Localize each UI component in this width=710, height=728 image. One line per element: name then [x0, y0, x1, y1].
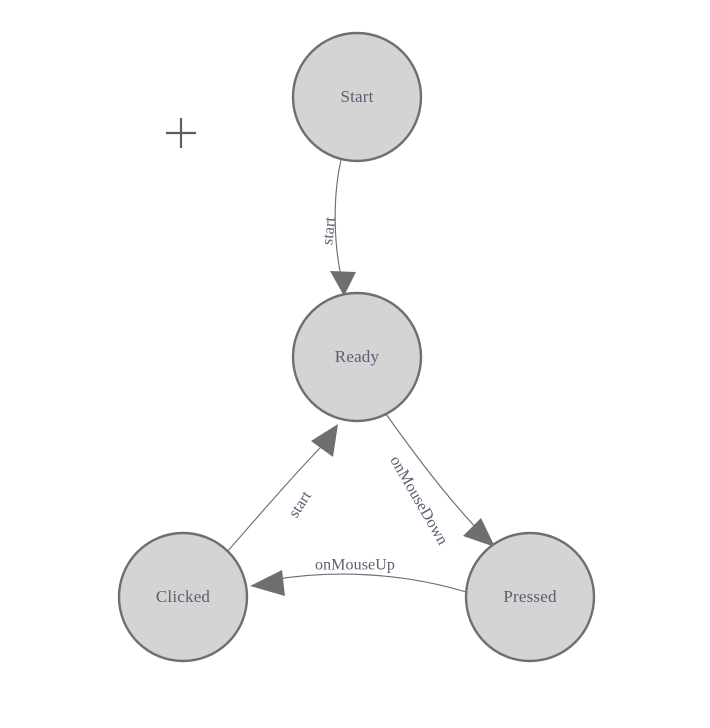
edge-pressed-to-clicked-path[interactable] [271, 573, 467, 593]
edge-start-to-ready-arrowhead [330, 271, 356, 296]
plus-marker-icon[interactable] [166, 118, 196, 148]
edge-clicked-to-ready[interactable]: start [225, 424, 338, 554]
edge-clicked-to-ready-arrowhead [311, 424, 338, 457]
edge-start-to-ready[interactable]: start [319, 159, 356, 296]
edge-pressed-to-clicked-arrowhead [250, 570, 285, 596]
node-clicked-circle[interactable] [117, 531, 249, 663]
edge-pressed-to-clicked[interactable]: onMouseUp [250, 557, 467, 596]
node-ready-label: Ready [335, 347, 380, 366]
edge-start-to-ready-label: start [319, 216, 339, 246]
edge-ready-to-pressed[interactable]: onMouseDown [385, 413, 495, 548]
edge-clicked-to-ready-label: start [286, 488, 316, 521]
node-ready-circle[interactable] [291, 291, 423, 423]
edge-clicked-to-ready-path[interactable] [225, 441, 327, 554]
edge-ready-to-pressed-label: onMouseDown [386, 453, 451, 548]
node-pressed-circle[interactable] [464, 531, 596, 663]
edge-pressed-to-clicked-label: onMouseUp [315, 557, 395, 574]
node-start-circle[interactable] [291, 31, 423, 163]
node-clicked[interactable]: Clicked [117, 531, 249, 663]
node-pressed-label: Pressed [503, 587, 557, 606]
edge-ready-to-pressed-arrowhead [463, 518, 495, 547]
node-clicked-label: Clicked [156, 587, 211, 606]
node-start[interactable]: Start [291, 31, 423, 163]
node-pressed[interactable]: Pressed [464, 531, 596, 663]
node-start-label: Start [340, 87, 373, 106]
node-ready[interactable]: Ready [291, 291, 423, 423]
